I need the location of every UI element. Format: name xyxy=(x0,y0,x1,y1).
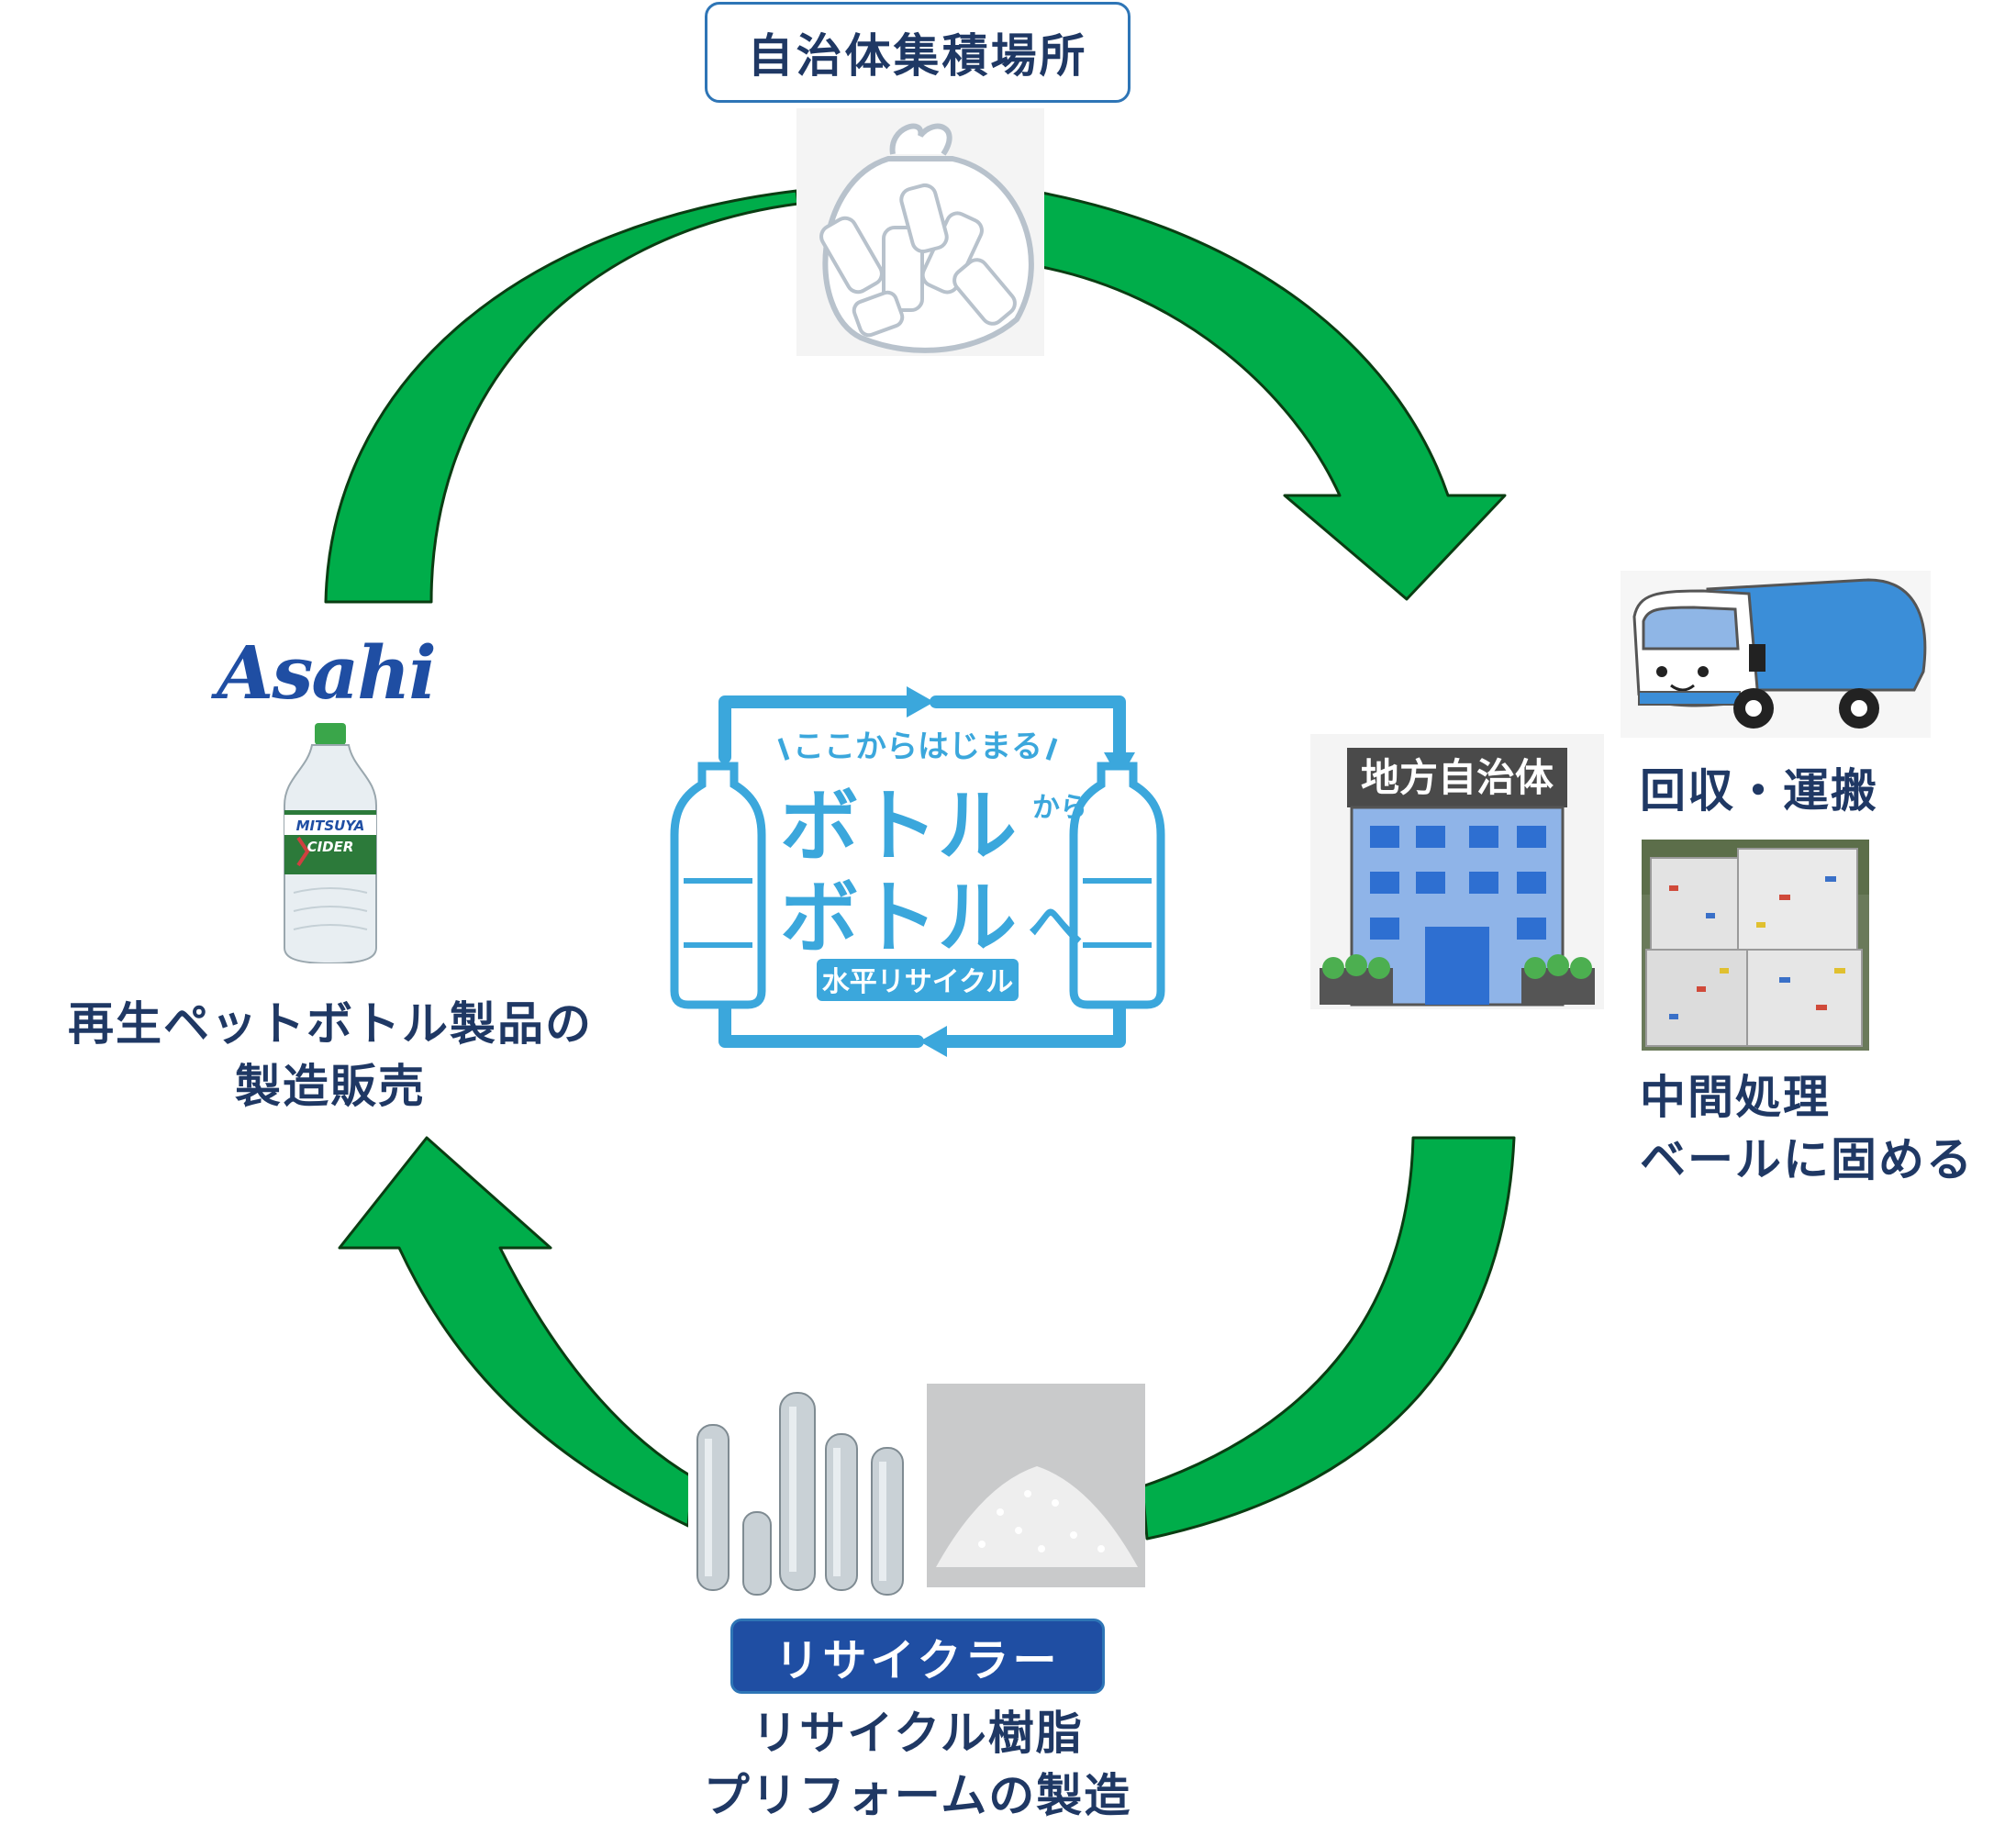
asahi-logo: Asahi xyxy=(217,629,437,716)
logo-line2: ボトル xyxy=(780,873,1017,964)
collection-site-label-box: 自治体集積場所 xyxy=(705,2,1131,103)
asahi-line1: 再生ペットボトル製品の xyxy=(68,997,593,1051)
product-brand-line2: CIDER xyxy=(307,839,354,855)
arrow-top-right xyxy=(1035,191,1507,601)
recycled-resin-pellets-photo xyxy=(927,1384,1145,1587)
recycler-line2: プリフォームの製造 xyxy=(703,1768,1132,1822)
logo-kara: から xyxy=(1032,792,1087,824)
recycler-badge-label: リサイクラー xyxy=(774,1635,1061,1686)
intermediate-processing-line2: ベールに固める xyxy=(1640,1132,1974,1186)
logo-subtitle: 水平リサイクル xyxy=(822,966,1014,998)
plastic-bales-photo xyxy=(1642,840,1869,1051)
logo-tagline: ここからはじまる xyxy=(793,729,1042,765)
asahi-line2: 製造販売 xyxy=(235,1059,426,1113)
intermediate-processing-line1: 中間処理 xyxy=(1640,1071,1831,1124)
logo-he: へ xyxy=(1028,895,1083,959)
trash-bag-of-bottles-icon xyxy=(796,108,1044,356)
collection-transport-label: 回収・運搬 xyxy=(1640,764,1878,818)
bottle-to-bottle-logo: ここからはじまる ボトル から ボトル へ 水平リサイクル xyxy=(670,686,1165,1057)
recycler-description: リサイクル樹脂 プリフォームの製造 xyxy=(551,1703,1285,1827)
municipality-sign: 地方自治体 xyxy=(1361,755,1554,800)
arrow-bottom-right xyxy=(1141,1136,1516,1541)
logo-line1: ボトル xyxy=(780,781,1017,873)
product-brand-line1: MITSUYA xyxy=(296,818,365,834)
pet-preforms-photo xyxy=(688,1384,927,1604)
garbage-truck-icon xyxy=(1621,571,1931,738)
asahi-description: 再生ペットボトル製品の 製造販売 xyxy=(37,994,624,1118)
municipality-building-icon: 地方自治体 xyxy=(1310,734,1604,1009)
arrow-bottom-left xyxy=(338,1136,695,1528)
mitsuya-cider-bottle-image: MITSUYA CIDER xyxy=(284,723,377,963)
intermediate-processing-label: 中間処理 ベールに固める xyxy=(1640,1067,1974,1191)
arrow-top-left xyxy=(324,189,800,604)
recycler-badge: リサイクラー xyxy=(730,1619,1105,1694)
collection-site-label: 自治体集積場所 xyxy=(747,29,1088,83)
recycler-line1: リサイクル樹脂 xyxy=(752,1707,1084,1760)
